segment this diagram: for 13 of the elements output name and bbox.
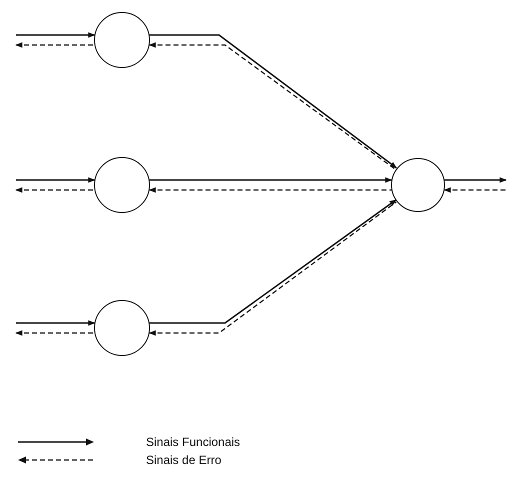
legend-label: Sinais Funcionais bbox=[146, 435, 240, 449]
legend-label: Sinais de Erro bbox=[146, 453, 222, 467]
neuron-circle bbox=[391, 158, 445, 212]
error-signal-arrow bbox=[148, 187, 392, 193]
error-signal-arrow bbox=[15, 330, 94, 336]
signal-arrow bbox=[16, 320, 96, 326]
error-signal-arrow bbox=[15, 187, 94, 193]
signal-arrow bbox=[16, 177, 96, 183]
error-signal-arrow bbox=[444, 187, 506, 193]
error-signal-arrow bbox=[15, 42, 94, 48]
signal-arrow bbox=[16, 32, 96, 38]
signal-arrow bbox=[444, 177, 507, 183]
signal-arrow bbox=[150, 177, 392, 183]
